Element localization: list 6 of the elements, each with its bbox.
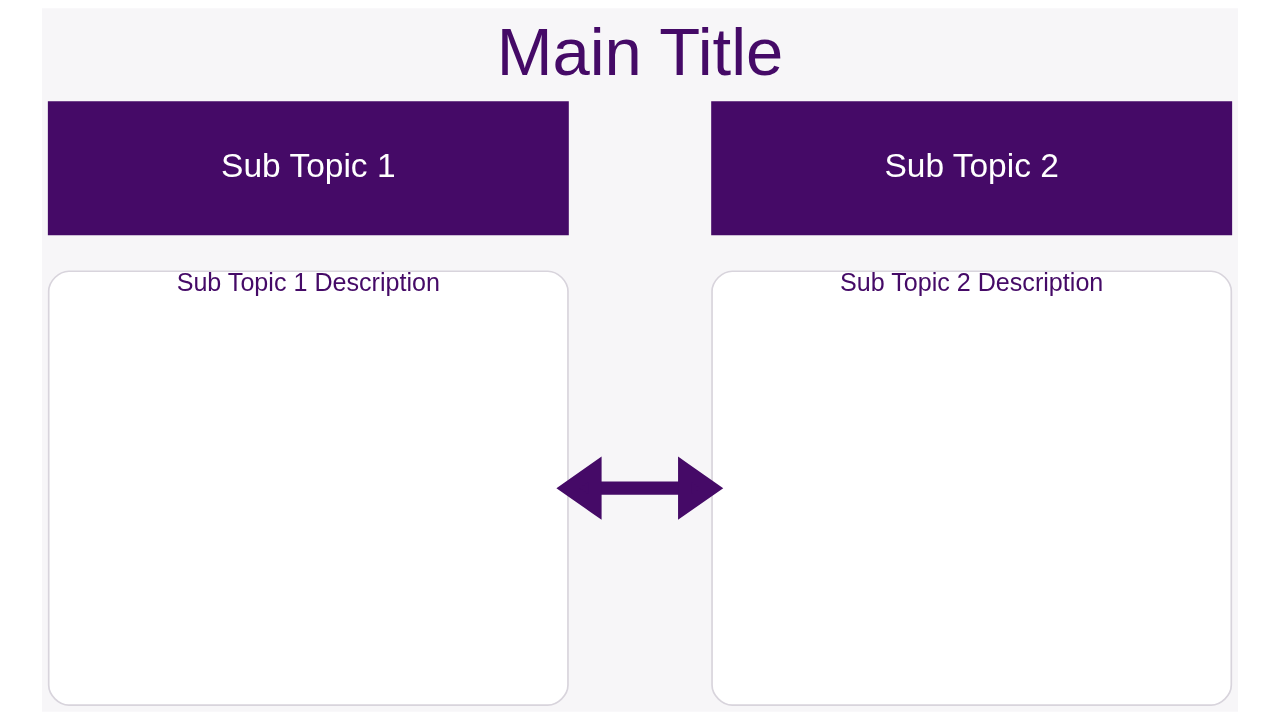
node-box: Sub Topic 1 Description xyxy=(47,270,569,706)
diagram-title: Main Title xyxy=(496,14,784,90)
node-box: Sub Topic 2 Description xyxy=(711,270,1233,706)
node-box: Sub Topic 1 xyxy=(47,101,569,236)
node-box: Sub Topic 2 xyxy=(711,101,1233,236)
arrow xyxy=(556,456,724,520)
